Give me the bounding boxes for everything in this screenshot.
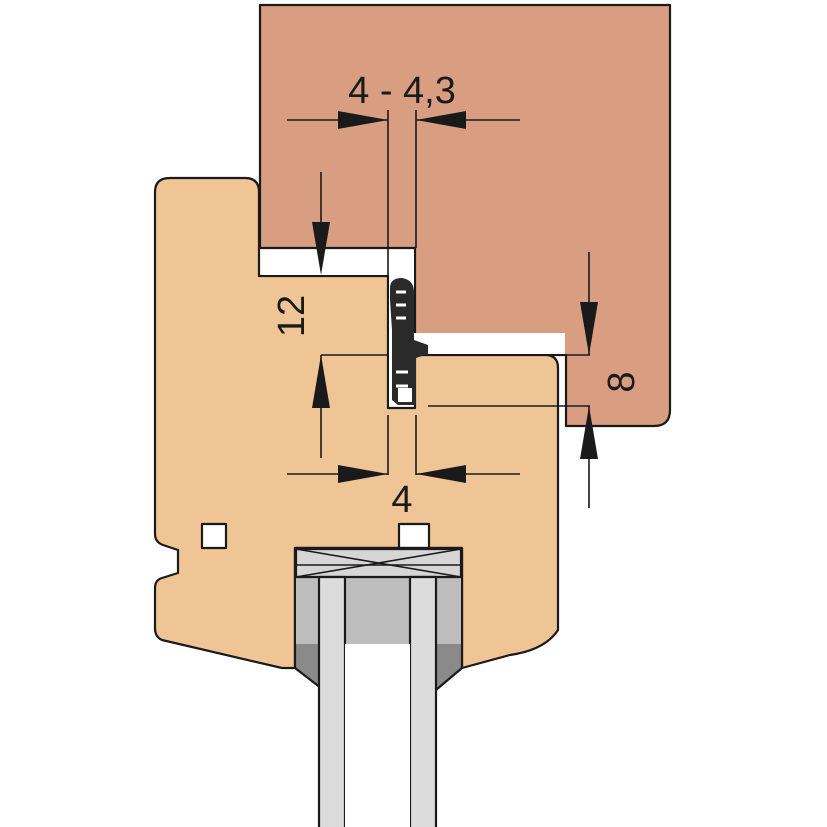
dimension-rebate-height: 12 xyxy=(271,172,388,458)
glass-gap xyxy=(345,644,410,827)
hardware-slot-left xyxy=(200,522,228,550)
label-rebate-height: 12 xyxy=(271,295,313,337)
spacer-cross-2 xyxy=(295,548,462,578)
label-gap-width: 4 - 4,3 xyxy=(348,70,456,112)
glass-pane-left xyxy=(317,575,347,827)
hardware-slot-right xyxy=(397,522,431,550)
dimension-overlap: 8 xyxy=(428,252,643,508)
dimension-groove-width: 4 xyxy=(287,415,520,521)
seal-channel-bottom xyxy=(398,388,412,402)
label-overlap: 8 xyxy=(601,371,643,392)
frame-profile xyxy=(153,176,560,670)
dimension-gap-width: 4 - 4,3 xyxy=(287,70,520,276)
seal-ridges xyxy=(396,290,408,388)
glass-pane-right xyxy=(408,575,438,827)
label-groove-width: 4 xyxy=(391,479,412,521)
